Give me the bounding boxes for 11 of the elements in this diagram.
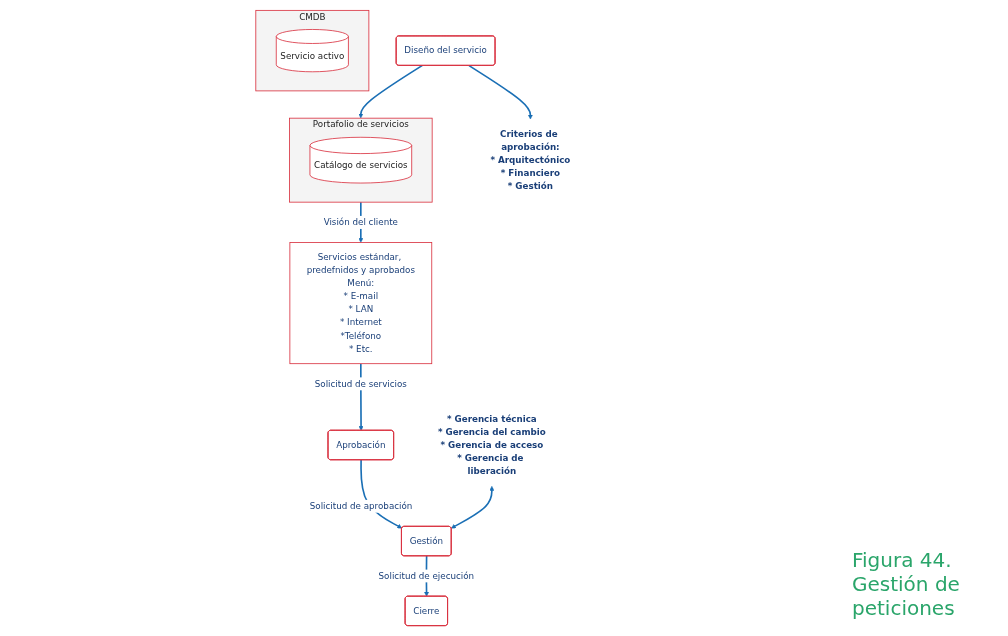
node-text: * Gerencia técnica * Gerencia del cambio * Gerencia de acceso * Gerencia de liberación [438, 413, 547, 477]
arrow [358, 64, 424, 119]
edge-label: Solicitud de servicios [315, 378, 408, 389]
arrow [468, 64, 534, 120]
node-box: Servicios estándar, predefnidos y aprobados Menú: * E-mail * LAN * Internet *Teléfono * Etc. [289, 242, 433, 365]
node-text: Criterios de aprobación: * Arquitectónico * Financiero * Gestión [490, 128, 571, 192]
edge-label: Solicitud de ejecución [378, 570, 475, 581]
arrow [451, 485, 495, 529]
edge-label: Visión del cliente [324, 216, 399, 228]
edge-label: Solicitud de aprobación [310, 500, 413, 512]
figure-caption: Figura 44. Gestión de peticiones [852, 548, 961, 622]
